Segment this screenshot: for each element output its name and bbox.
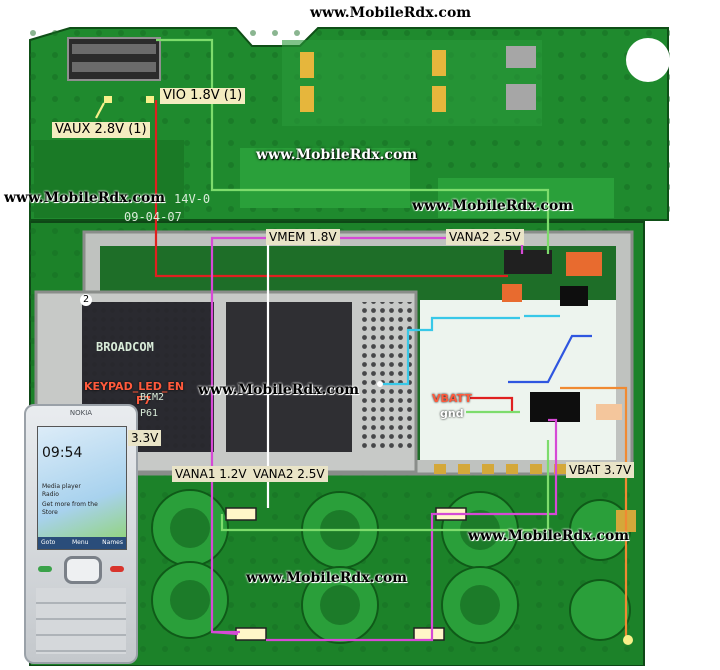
label-f7: F7	[136, 394, 152, 407]
pcb-chip-line2: P61	[140, 408, 159, 419]
phone-end-icon[interactable]	[110, 566, 124, 572]
traces	[95, 38, 628, 642]
label-vio: VIO 1.8V (1)	[160, 88, 246, 104]
phone-softkey-left[interactable]: Goto	[41, 539, 56, 546]
label-vbat: VBAT 3.7V	[566, 462, 635, 478]
phone-softkey-right[interactable]: Names	[102, 539, 123, 546]
label-vana-top: VANA2 2.5V	[446, 229, 524, 245]
pcb-board-code: 14V-0	[174, 192, 211, 206]
memory-chip	[226, 302, 352, 452]
phone-call-icon[interactable]	[38, 566, 52, 572]
watermark-center: www.MobileRdx.com	[198, 382, 360, 398]
phone-softkey-bar: Goto Menu Names	[38, 537, 126, 549]
label-vaux: VAUX 2.8V (1)	[52, 122, 150, 138]
phone-softkey-center[interactable]: Menu	[72, 539, 89, 546]
watermark-top: www.MobileRdx.com	[310, 5, 472, 21]
label-3v3: 3.3V	[128, 430, 162, 446]
label-vmem: VMEM 1.8V	[266, 229, 340, 245]
watermark-bottom: www.MobileRdx.com	[246, 570, 408, 586]
phone-keypad[interactable]	[36, 588, 126, 654]
phone-brand: NOKIA	[69, 409, 93, 417]
label-vana2: VANA2 2.5V	[250, 466, 328, 482]
label-keypad-led-en: KEYPAD_LED_EN	[84, 380, 185, 393]
pcb-board-date: 09-04-07	[124, 210, 182, 224]
phone-status-line-3: Get more from the	[42, 501, 98, 508]
phone-time: 09:54	[42, 445, 83, 461]
phone-screen: 09:54 Media player Radio Get more from t…	[37, 426, 127, 550]
phone-image: NOKIA 09:54 Media player Radio Get more …	[24, 404, 138, 664]
pcb-chip-model: BCM2	[140, 392, 165, 403]
pcb-pad-number: 2	[80, 294, 92, 306]
label-vana1: VANA1 1.2V	[172, 466, 250, 482]
phone-nav-key[interactable]	[64, 556, 102, 584]
phone-status-line-1: Media player	[42, 483, 81, 490]
watermark-left: www.MobileRdx.com	[4, 190, 166, 206]
label-gnd: gnd	[440, 407, 464, 420]
watermark-right-mid: www.MobileRdx.com	[412, 198, 574, 214]
watermark-upper-mid: www.MobileRdx.com	[256, 147, 418, 163]
label-vbatt: VBATT	[432, 392, 472, 405]
pcb-broadcom: BROADCOM	[96, 340, 154, 354]
phone-status-line-2: Radio	[42, 491, 59, 498]
watermark-lower-right: www.MobileRdx.com	[468, 528, 630, 544]
phone-status-line-4: Store	[42, 509, 58, 516]
